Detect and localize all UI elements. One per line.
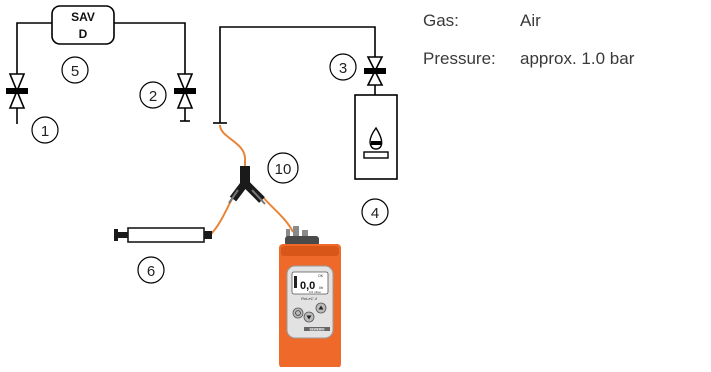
sav-label-line1: SAV [71, 10, 95, 24]
callout-2-label: 2 [149, 88, 157, 105]
callout-1-label: 1 [41, 123, 49, 140]
callout-10-label: 10 [275, 161, 292, 178]
valve-2-icon [174, 73, 196, 109]
callout-1: 1 [31, 116, 59, 144]
pressure-value: approx. 1.0 bar [520, 49, 635, 68]
syringe-icon [114, 227, 212, 243]
callout-4: 4 [361, 198, 389, 226]
callout-10: 10 [267, 152, 299, 184]
gas-value: Air [520, 11, 541, 30]
callout-2: 2 [139, 81, 167, 109]
valve-3-icon [364, 56, 386, 86]
leak-test-device: 0,0 l/h OK 0.0 mbar RoLeC 4 SEWERIN [279, 226, 341, 368]
valve-1-icon [6, 73, 28, 109]
device-button-left[interactable] [292, 307, 304, 319]
pipework-sav [16, 22, 190, 124]
callout-5: 5 [61, 56, 89, 84]
pipework-supply [213, 26, 376, 124]
device-display-value: 0,0 [300, 280, 315, 292]
callout-3-label: 3 [339, 60, 347, 77]
callout-6-label: 6 [147, 263, 155, 280]
sav-label-line2: D [79, 27, 88, 41]
sav-device-box: SAV D [51, 5, 115, 45]
device-display-corner: OK [318, 274, 324, 278]
gas-appliance-box [354, 94, 398, 180]
y-connector-icon [228, 166, 266, 205]
callout-6: 6 [137, 256, 165, 284]
gas-label: Gas: [423, 11, 459, 30]
callout-4-label: 4 [371, 205, 379, 222]
callout-5-label: 5 [71, 63, 79, 80]
callout-3: 3 [329, 53, 357, 81]
device-brand-label: SEWERIN [310, 328, 326, 332]
device-display-sub: 0.0 mbar [309, 290, 321, 294]
device-model-label: RoLeC 4 [301, 296, 318, 301]
flame-icon [369, 126, 383, 150]
pressure-label: Pressure: [423, 49, 496, 68]
device-display-unit: l/h [319, 285, 323, 290]
